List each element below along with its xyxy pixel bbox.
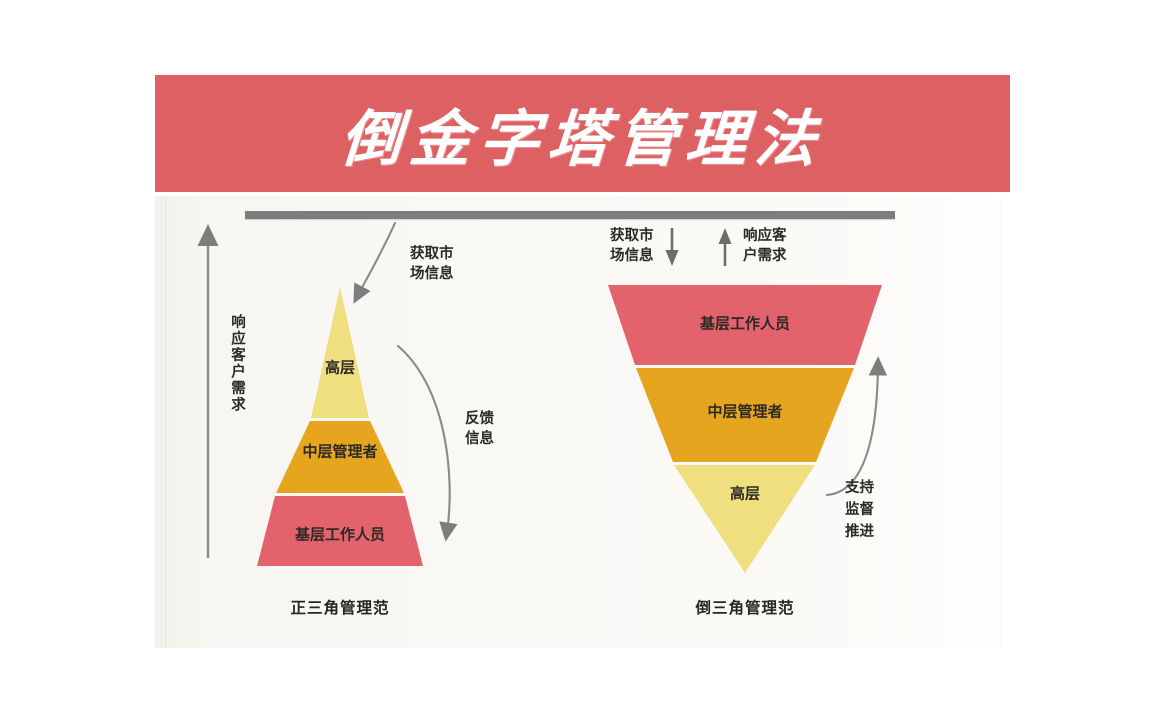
left-feedback-label-line1: 反馈	[465, 411, 494, 427]
left-pyramid-tier-mid	[276, 421, 404, 493]
left-acquire-info-arrow-icon	[353, 221, 397, 304]
divider-bar-icon	[245, 211, 895, 219]
right-pyramid-tier-top	[674, 465, 815, 573]
diagram-shapes	[197, 221, 888, 573]
left-up-arrow-icon	[197, 224, 219, 558]
right-support-arrow-icon	[825, 356, 888, 497]
title-banner: 倒金字塔管理法	[155, 75, 1010, 192]
left-pyramid-tier-top	[311, 287, 369, 418]
right-support-label-line1: 支持	[845, 480, 874, 496]
right-tier-label-top: 高层	[729, 484, 761, 503]
right-tier-label-base: 基层工作人员	[699, 314, 791, 333]
right-up-arrow-label-line1: 响应客	[743, 228, 787, 244]
left-pyramid-tier-base	[257, 496, 423, 566]
diagram-panel: 响应客户需求 获取市 场信息 反馈 信息 高层 中层管理者 基层工作人员 正三角…	[155, 196, 1003, 648]
left-feedback-label-line2: 信息	[465, 431, 494, 447]
left-tier-label-mid: 中层管理者	[302, 442, 378, 461]
right-down-arrow-icon	[665, 228, 679, 266]
right-pyramid-tier-mid	[636, 368, 854, 462]
right-diagram-caption: 倒三角管理范	[695, 599, 795, 617]
right-up-arrow-icon	[718, 228, 732, 266]
right-support-label-line3: 推进	[845, 524, 874, 540]
left-vertical-arrow-label: 响应客户需求	[229, 314, 245, 413]
left-tier-label-top: 高层	[324, 358, 356, 377]
right-tier-label-mid: 中层管理者	[707, 402, 783, 421]
left-acquire-info-label-line2: 场信息	[410, 266, 454, 282]
left-diagram-caption: 正三角管理范	[290, 599, 390, 617]
left-tier-label-base: 基层工作人员	[294, 525, 386, 544]
left-feedback-arrow-icon	[396, 344, 458, 542]
right-support-label-line2: 监督	[845, 502, 874, 518]
panel-edge-line-1	[161, 196, 162, 648]
left-acquire-info-label-line1: 获取市	[410, 246, 454, 262]
panel-edge-line-2	[165, 196, 166, 648]
right-down-arrow-label-line1: 获取市	[610, 228, 654, 244]
right-pyramid-tier-base	[608, 285, 882, 365]
page-title: 倒金字塔管理法	[338, 104, 827, 175]
right-up-arrow-label-line2: 户需求	[743, 248, 787, 264]
right-down-arrow-label-line2: 场信息	[610, 248, 654, 264]
